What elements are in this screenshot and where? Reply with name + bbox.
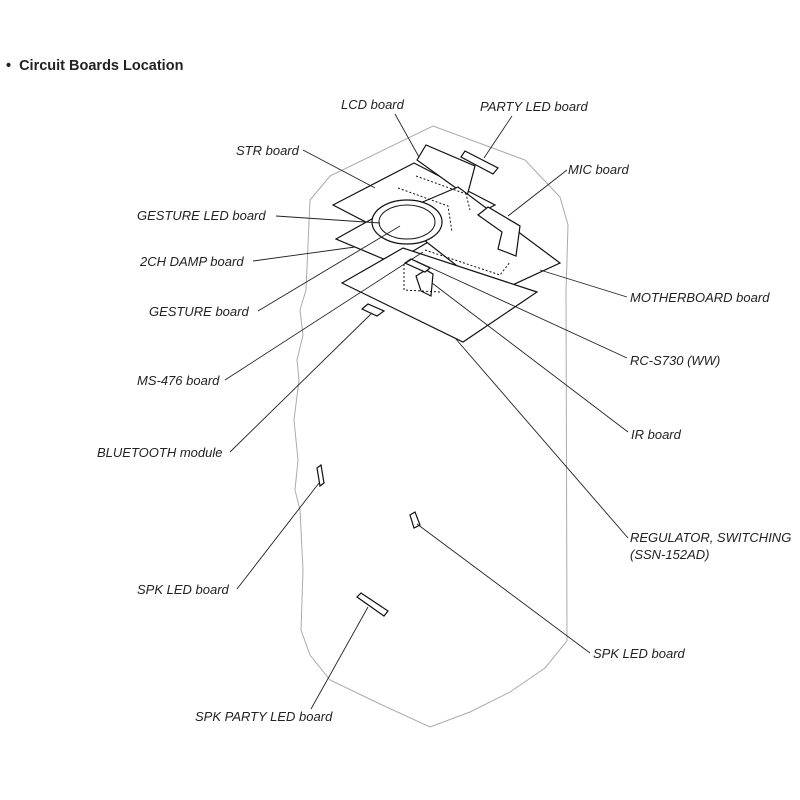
label-ms476-board: MS-476 board [137, 373, 220, 388]
bullet-icon: • [6, 58, 12, 74]
label-ir-board: IR board [631, 427, 681, 442]
label-spk-led-board-right: SPK LED board [593, 646, 685, 661]
hidden-outline-2 [397, 187, 453, 233]
label-regulator-switching: REGULATOR, SWITCHING [630, 530, 792, 545]
label-rc-s730: RC-S730 (WW) [630, 353, 721, 368]
label-gesture-board: GESTURE board [149, 304, 249, 319]
leader-regulator [454, 337, 629, 539]
label-mic-board: MIC board [568, 162, 629, 177]
leader-mic [507, 169, 568, 217]
hidden-outline-3 [424, 249, 511, 276]
label-str-board: STR board [236, 143, 299, 158]
gesture-led-ring-inner [378, 204, 436, 240]
speaker-body-outline [293, 125, 569, 728]
page-title-text: Circuit Boards Location [19, 58, 184, 74]
label-lcd-board: LCD board [341, 97, 404, 112]
party-led-board-shape [460, 150, 499, 175]
leader-ir [431, 282, 629, 433]
leader-rc-s730 [415, 260, 628, 359]
spk-led-board-left-shape [316, 463, 325, 488]
label-gesture-led-board: GESTURE LED board [137, 208, 266, 223]
leader-ms476 [224, 251, 424, 381]
label-spk-party-led-board: SPK PARTY LED board [195, 709, 333, 724]
lcd-board-shape [416, 144, 476, 197]
leader-party-led [483, 115, 513, 159]
label-regulator-model: (SSN-152AD) [630, 547, 710, 562]
hidden-outline-4 [403, 264, 441, 293]
label-2ch-damp-board: 2CH DAMP board [140, 254, 244, 269]
label-spk-led-board-left: SPK LED board [137, 582, 229, 597]
rc-s730-shape [403, 258, 432, 273]
leader-spk-led-left [236, 482, 320, 590]
leader-str [302, 149, 376, 189]
label-party-led-board: PARTY LED board [480, 99, 588, 114]
leader-motherboard [539, 269, 628, 298]
label-motherboard-board: MOTHERBOARD board [630, 290, 770, 305]
leader-gesture-led [275, 215, 381, 224]
leader-gesture [257, 225, 401, 312]
leader-bluetooth [229, 312, 373, 453]
mic-board-shape [477, 206, 521, 257]
hidden-outline-1 [415, 175, 471, 211]
gesture-led-ring [371, 199, 443, 245]
leader-2ch-damp [252, 246, 356, 262]
leader-spk-led-right [416, 523, 591, 654]
leader-spk-party-led [310, 606, 369, 710]
spk-party-led-board-shape [356, 592, 389, 617]
leader-lcd [394, 113, 420, 158]
label-bluetooth-module: BLUETOOTH module [97, 445, 223, 460]
page-title: • Circuit Boards Location [6, 58, 183, 74]
gesture-board-shape [340, 247, 539, 343]
ms476-board-shape [360, 303, 386, 317]
